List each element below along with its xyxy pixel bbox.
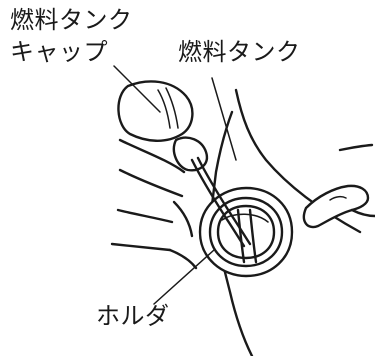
leader-fuel-tank-cap <box>113 65 161 113</box>
leader-holder <box>153 249 215 305</box>
right-hand <box>302 143 375 229</box>
holder-label: ホルダ <box>96 302 170 330</box>
holder-wire <box>190 156 252 248</box>
left-hand <box>110 80 209 270</box>
leader-fuel-tank <box>211 77 237 161</box>
tank-neck-holder <box>198 186 294 278</box>
fuel-tank-cap-label-line2: キャップ <box>10 38 108 66</box>
fuel-tank-label: 燃料タンク <box>178 38 301 66</box>
fuel-tank-cap-label-line1: 燃料タンク <box>10 6 133 34</box>
